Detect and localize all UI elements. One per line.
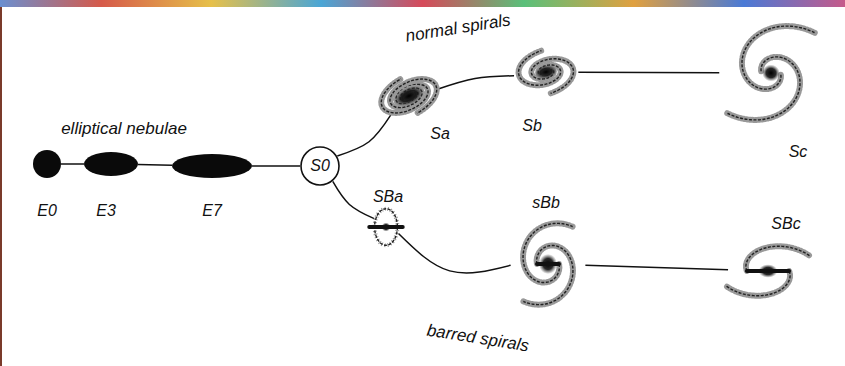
galaxy-bar bbox=[537, 262, 559, 266]
sequence-line bbox=[61, 163, 84, 165]
elliptical-galaxy: E3 bbox=[84, 152, 138, 176]
class-label: SBa bbox=[373, 189, 403, 205]
arm-stipple bbox=[515, 48, 563, 90]
elliptical-shape bbox=[172, 154, 252, 178]
sequence-line bbox=[333, 181, 374, 218]
spiral-galaxy: Sc bbox=[702, 8, 840, 138]
lenticular-circle: S0 bbox=[300, 146, 340, 186]
sequence-line bbox=[578, 71, 719, 73]
galaxy-core bbox=[761, 63, 782, 83]
spiral-arm bbox=[523, 245, 573, 304]
spiral-galaxy: Sa bbox=[372, 66, 446, 126]
class-label: sBb bbox=[532, 195, 560, 211]
elliptical-shape bbox=[84, 152, 138, 176]
edge-strip bbox=[0, 7, 2, 366]
arm-stipple bbox=[386, 72, 444, 122]
galaxy-bar bbox=[747, 269, 789, 273]
arm-stipple bbox=[727, 50, 804, 128]
spiral-arm bbox=[746, 246, 810, 271]
header-strip bbox=[0, 0, 845, 7]
class-label: Sa bbox=[430, 126, 450, 142]
spiral-arm bbox=[386, 72, 444, 122]
arm-stipple bbox=[746, 246, 810, 271]
spiral-arm bbox=[727, 50, 804, 128]
category-label: barred spirals bbox=[426, 322, 530, 355]
class-label: Sc bbox=[789, 144, 808, 160]
category-label: normal spirals bbox=[404, 11, 511, 44]
class-name: S0 bbox=[310, 158, 330, 174]
galaxy-art bbox=[508, 42, 584, 102]
spiral-arm bbox=[515, 48, 563, 90]
arm-stipple bbox=[529, 55, 577, 97]
barred-spiral-galaxy: SBc bbox=[718, 236, 818, 306]
galaxy-art bbox=[718, 236, 818, 306]
sequence-line bbox=[437, 76, 514, 90]
elliptical-galaxy: E0 bbox=[33, 150, 61, 178]
galaxy-art bbox=[504, 214, 592, 314]
spiral-arm bbox=[529, 55, 577, 97]
class-label: E3 bbox=[96, 203, 116, 219]
class-label: E7 bbox=[202, 203, 222, 219]
galaxy-art bbox=[172, 154, 252, 178]
arm-stipple bbox=[726, 271, 790, 296]
barred-spiral-galaxy: SBa bbox=[371, 208, 401, 246]
galaxy-bar bbox=[369, 225, 402, 229]
galaxy-art bbox=[84, 152, 138, 176]
class-label: SBc bbox=[771, 216, 800, 232]
sequence-line bbox=[138, 164, 172, 166]
category-label: elliptical nebulae bbox=[61, 120, 187, 137]
galaxy-core bbox=[533, 63, 558, 81]
sequence-line bbox=[337, 115, 391, 156]
galaxy-core bbox=[391, 81, 427, 110]
sequence-line bbox=[585, 265, 728, 270]
arm-stipple bbox=[523, 245, 573, 304]
elliptical-galaxy: E7 bbox=[172, 154, 252, 178]
galaxy-art bbox=[371, 208, 401, 246]
spiral-arm bbox=[726, 271, 790, 296]
sequence-line bbox=[252, 165, 300, 167]
sequence-line bbox=[398, 234, 510, 273]
lenticular-outline bbox=[301, 147, 339, 185]
elliptical-shape bbox=[33, 150, 61, 178]
spiral-galaxy: Sb bbox=[508, 42, 584, 102]
galaxy-art bbox=[702, 8, 840, 138]
class-label: E0 bbox=[37, 203, 57, 219]
barred-spiral-galaxy: sBb bbox=[504, 214, 592, 314]
class-label: Sb bbox=[522, 118, 542, 134]
galaxy-art bbox=[33, 150, 61, 178]
galaxy-art bbox=[372, 66, 446, 126]
